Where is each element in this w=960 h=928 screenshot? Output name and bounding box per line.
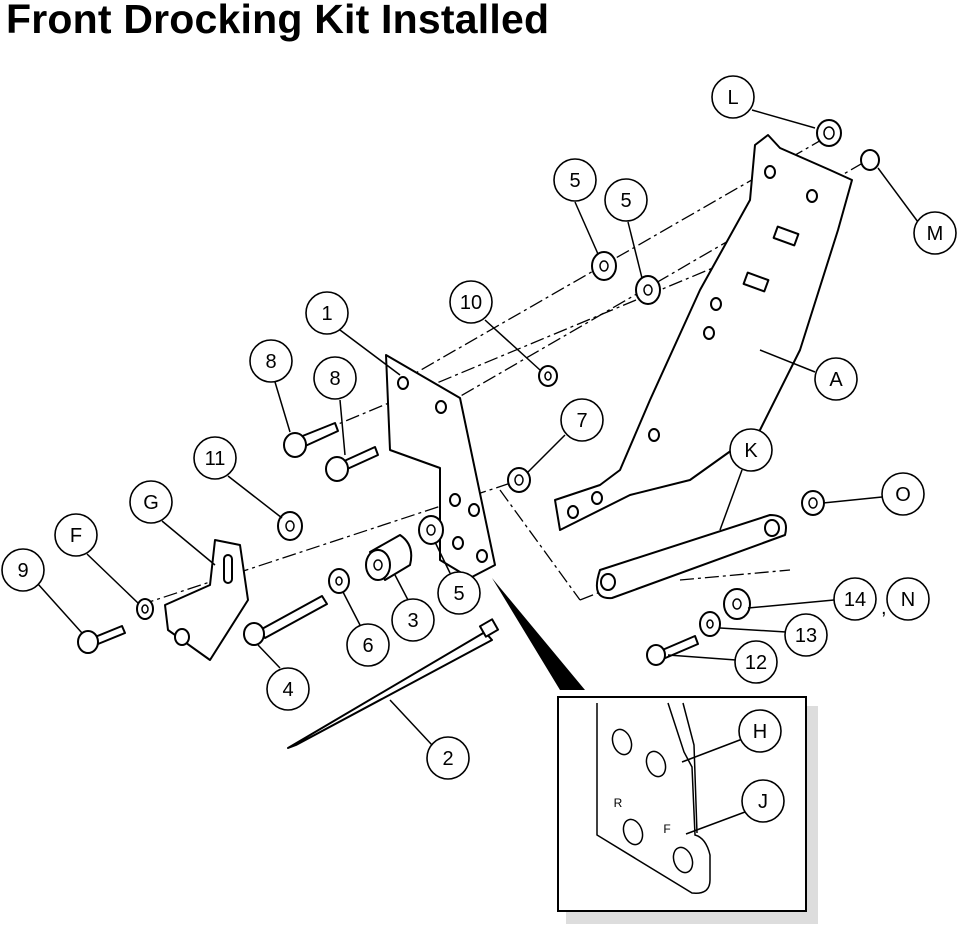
callout-7: 7 (560, 398, 604, 442)
callout-text: 10 (460, 292, 482, 314)
callout-J: J (741, 779, 785, 823)
callout-10: 10 (449, 280, 493, 324)
callout-5: 5 (553, 158, 597, 202)
callout-8: 8 (249, 339, 293, 383)
mounting-plate (385, 354, 496, 579)
callout-F: F (54, 513, 98, 557)
callout-circle (881, 472, 925, 516)
bracket-g (164, 539, 249, 661)
callout-3: 3 (391, 598, 435, 642)
callout-text: 9 (17, 560, 28, 582)
callout-text: F (70, 525, 82, 547)
rear-mark: R (614, 796, 623, 810)
bracket-a (554, 134, 853, 531)
callout-9: 9 (1, 548, 45, 592)
callout-13: 13 (784, 613, 828, 657)
hardware (136, 119, 880, 637)
callout-circle (741, 779, 785, 823)
callout-circle (54, 513, 98, 557)
callout-text: 5 (453, 583, 464, 605)
page-title: Front Drocking Kit Installed (6, 0, 550, 42)
callout-circle (129, 480, 173, 524)
callout-circle (833, 577, 877, 621)
front-mark: F (663, 822, 670, 836)
callout-text: 4 (282, 679, 293, 701)
callout-circle (346, 623, 390, 667)
callout-H: H (738, 709, 782, 753)
callout-11: 11 (193, 436, 237, 480)
callout-circle (553, 158, 597, 202)
callout-text: K (744, 440, 758, 462)
callout-circle (711, 75, 755, 119)
callout-text: 11 (205, 448, 226, 470)
callout-O: O (881, 472, 925, 516)
callout-5: 5 (437, 571, 481, 615)
callout-text: 14 (844, 589, 866, 611)
callout-text: 6 (362, 635, 373, 657)
callout-circle (193, 436, 237, 480)
callout-K: K (729, 428, 773, 472)
callout-6: 6 (346, 623, 390, 667)
callout-circle (560, 398, 604, 442)
callout-text: A (829, 369, 843, 391)
callout-circle (266, 667, 310, 711)
callout-circle (814, 357, 858, 401)
callout-5: 5 (604, 178, 648, 222)
callout-G: G (129, 480, 173, 524)
callout-14: 14 (833, 577, 877, 621)
callout-L: L (711, 75, 755, 119)
callout-circle (913, 211, 957, 255)
leader-lines (37, 109, 919, 746)
callout-circle (449, 280, 493, 324)
callout-4: 4 (266, 667, 310, 711)
callout-text: O (895, 484, 911, 506)
callout-circle (305, 291, 349, 335)
callout-2: 2 (426, 736, 470, 780)
callout-A: A (814, 357, 858, 401)
callout-text: 7 (576, 410, 587, 432)
callout-1: 1 (305, 291, 349, 335)
callout-circle (604, 178, 648, 222)
callout-M: M (913, 211, 957, 255)
callout-separator: , (881, 597, 887, 619)
callout-text: H (753, 721, 767, 743)
callout-circle (249, 339, 293, 383)
callout-text: 5 (569, 170, 580, 192)
callout-12: 12 (734, 640, 778, 684)
callout-circle (886, 577, 930, 621)
callout-text: 5 (620, 190, 631, 212)
callout-circle (738, 709, 782, 753)
callout-circle (391, 598, 435, 642)
callout-8: 8 (313, 356, 357, 400)
callout-text: G (143, 492, 159, 514)
callout-text: J (758, 791, 768, 813)
callout-text: 13 (795, 625, 817, 647)
callout-text: 8 (265, 351, 276, 373)
callout-circle (734, 640, 778, 684)
callout-circle (426, 736, 470, 780)
callout-circle (729, 428, 773, 472)
callout-text: M (927, 223, 944, 245)
link-k (596, 514, 787, 600)
callout-text: L (727, 87, 738, 109)
callout-N: N (886, 577, 930, 621)
callout-text: N (901, 589, 915, 611)
callout-text: 8 (329, 368, 340, 390)
callout-text: 1 (321, 303, 332, 325)
inset-pointer (492, 578, 585, 690)
callout-circle (313, 356, 357, 400)
callout-circle (1, 548, 45, 592)
callout-circle (437, 571, 481, 615)
callout-circle (784, 613, 828, 657)
bolts (77, 422, 699, 749)
callout-text: 12 (745, 652, 767, 674)
callout-text: 3 (407, 610, 418, 632)
callout-text: 2 (442, 748, 453, 770)
